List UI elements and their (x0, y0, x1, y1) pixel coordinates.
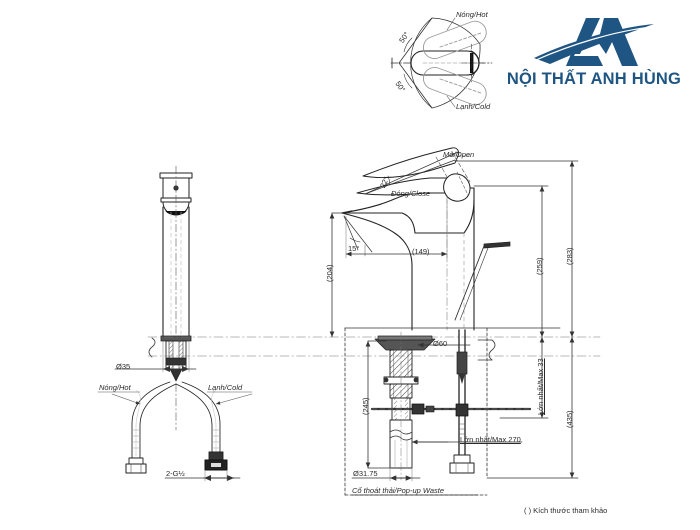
max-deck-label: Lớn nhất/Max 33 (536, 358, 545, 415)
waste-length-dim: (245) (361, 397, 370, 415)
spout-height-dim: (259) (535, 257, 544, 275)
footnote-text: ( ) Kích thước tham khảo (524, 506, 608, 515)
spout-reach-dim: (149) (412, 247, 430, 256)
thread-spec-dim: 2-G½ (166, 469, 185, 478)
main-faucet-graphic (341, 21, 511, 331)
dimension-lines (329, 160, 579, 496)
total-height-dim: (283) (565, 247, 574, 265)
tail-diameter-dim: Ø31.75 (353, 469, 378, 478)
body-height-dim: (204) (325, 264, 334, 282)
base-diameter-dim: Ø35 (116, 362, 131, 371)
mountain-swoosh-logo-icon (534, 18, 654, 66)
deck-reference-lines (147, 327, 601, 496)
lower-total-dim: (435) (565, 410, 574, 428)
column-faucet-graphic (97, 165, 253, 482)
rotation-diagram-graphic (390, 17, 493, 109)
column-cold-label: Lạnh/Cold (208, 383, 243, 392)
brand-logo: NỘI THẤT ANH HÙNG (500, 12, 688, 96)
brand-name: NỘI THẤT ANH HÙNG (506, 70, 682, 88)
rotation-cold-label: Lạnh/Cold (456, 102, 491, 111)
spout-angle-label: 15° (348, 244, 360, 253)
close-label: Đóng/Close (391, 189, 431, 198)
open-label: Mở/Open (443, 150, 475, 159)
column-hot-label: Nóng/Hot (99, 383, 131, 392)
popup-waste-label: Cổ thoát thải/Pop-up Waste (352, 486, 444, 495)
rotation-hot-label: Nóng/Hot (456, 10, 488, 19)
max-tail-label: Lớn nhất/Max 270 (460, 435, 521, 444)
flange-diameter-dim: Ø60 (433, 339, 448, 348)
